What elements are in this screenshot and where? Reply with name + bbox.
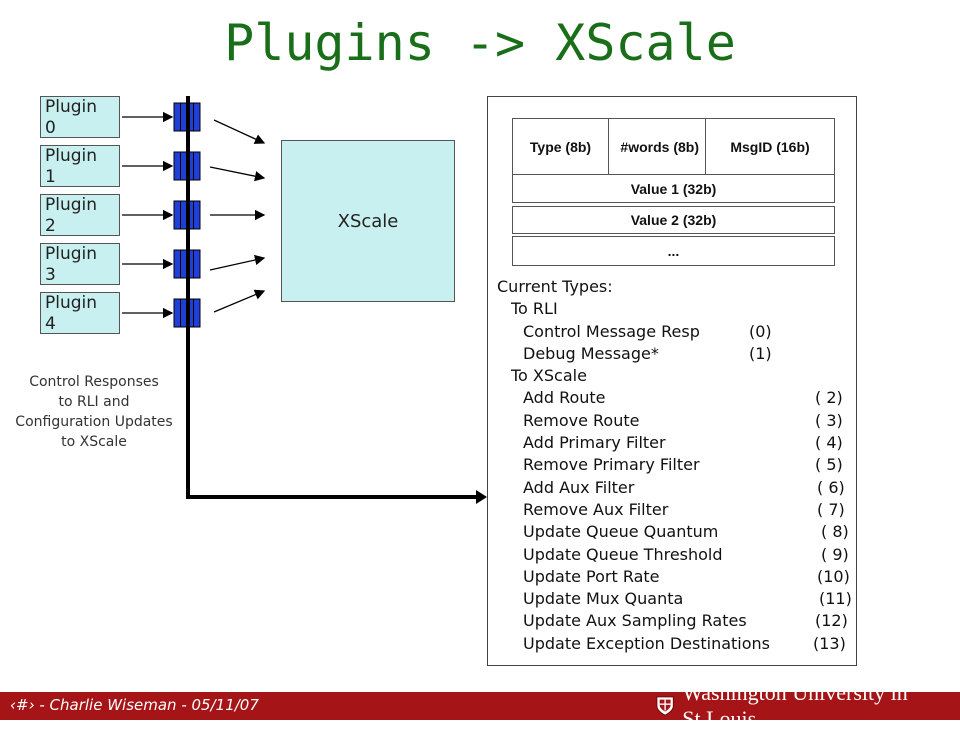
footer-author-date: - Charlie Wiseman - 05/11/07 [39, 696, 259, 714]
type-row: Update Queue Threshold( 9) [523, 544, 849, 564]
slide-title: Plugins -> XScale [224, 14, 736, 72]
to-rli-heading: To RLI [511, 299, 558, 319]
xscale-box: XScale [281, 140, 455, 302]
plugin-2-box: Plugin 2 [40, 194, 120, 236]
queue-to-xscale-arrows [209, 119, 266, 313]
plugin-0-number: 0 [45, 118, 56, 138]
plugin-3-number: 3 [45, 265, 56, 285]
plugin-2-label: Plugin [45, 195, 98, 215]
university-name: Washington University in St.Louis [682, 680, 908, 731]
plugin-4-box: Plugin 4 [40, 292, 120, 334]
plugin-3-label: Plugin [45, 244, 98, 264]
type-row: Remove Route( 3) [523, 410, 843, 430]
type-row: Remove Aux Filter( 7) [523, 499, 845, 519]
msgid-field: MsgID (16b) [705, 118, 835, 175]
type-row: Control Message Resp(0) [523, 321, 772, 341]
plugin-3-box: Plugin 3 [40, 243, 120, 285]
to-xscale-heading: To XScale [511, 366, 587, 386]
control-label-line-3: Configuration Updates [15, 414, 173, 430]
ellipsis-field: ... [512, 236, 835, 266]
control-label-line-1: Control Responses [29, 374, 159, 390]
type-row: Update Exception Destinations(13) [523, 633, 846, 653]
page-number: ‹#› [10, 696, 35, 714]
footer-bar [0, 692, 960, 720]
type-field: Type (8b) [512, 118, 609, 175]
type-row: Update Aux Sampling Rates(12) [523, 611, 848, 631]
type-row: Debug Message*(1) [523, 343, 772, 363]
type-row: Add Primary Filter( 4) [523, 433, 843, 453]
plugin-4-label: Plugin [45, 293, 98, 313]
type-row: Remove Primary Filter( 5) [523, 455, 843, 475]
type-row: Add Route( 2) [523, 388, 843, 408]
value2-field: Value 2 (32b) [512, 206, 835, 234]
control-label-line-4: to XScale [61, 434, 127, 450]
plugin-4-number: 4 [45, 314, 56, 334]
plugin-1-label: Plugin [45, 146, 98, 166]
plugin-1-number: 1 [45, 167, 56, 187]
plugin-2-number: 2 [45, 216, 56, 236]
type-row: Update Mux Quanta(11) [523, 589, 852, 609]
plugin-0-label: Plugin [45, 97, 98, 117]
plugin-0-box: Plugin 0 [40, 96, 120, 138]
type-row: Update Port Rate(10) [523, 566, 850, 586]
current-types-list: Current Types: To RLI Control Message Re… [497, 276, 867, 655]
plugin-to-queue-arrows [122, 111, 174, 319]
university-logo: Washington University in St.Louis [656, 680, 960, 731]
value1-field: Value 1 (32b) [512, 174, 835, 203]
university-shield-icon [656, 696, 674, 716]
types-heading: Current Types: [497, 277, 613, 296]
control-label-line-2: to RLI and [58, 394, 130, 410]
type-row: Add Aux Filter( 6) [523, 477, 845, 497]
words-field: #words (8b) [608, 118, 706, 175]
control-responses-label: Control Responses to RLI and Configurati… [0, 372, 188, 452]
type-row: Update Queue Quantum( 8) [523, 522, 849, 542]
footer-credit: ‹#› - Charlie Wiseman - 05/11/07 [10, 696, 259, 714]
plugin-1-box: Plugin 1 [40, 145, 120, 187]
control-bus-line [186, 96, 487, 504]
